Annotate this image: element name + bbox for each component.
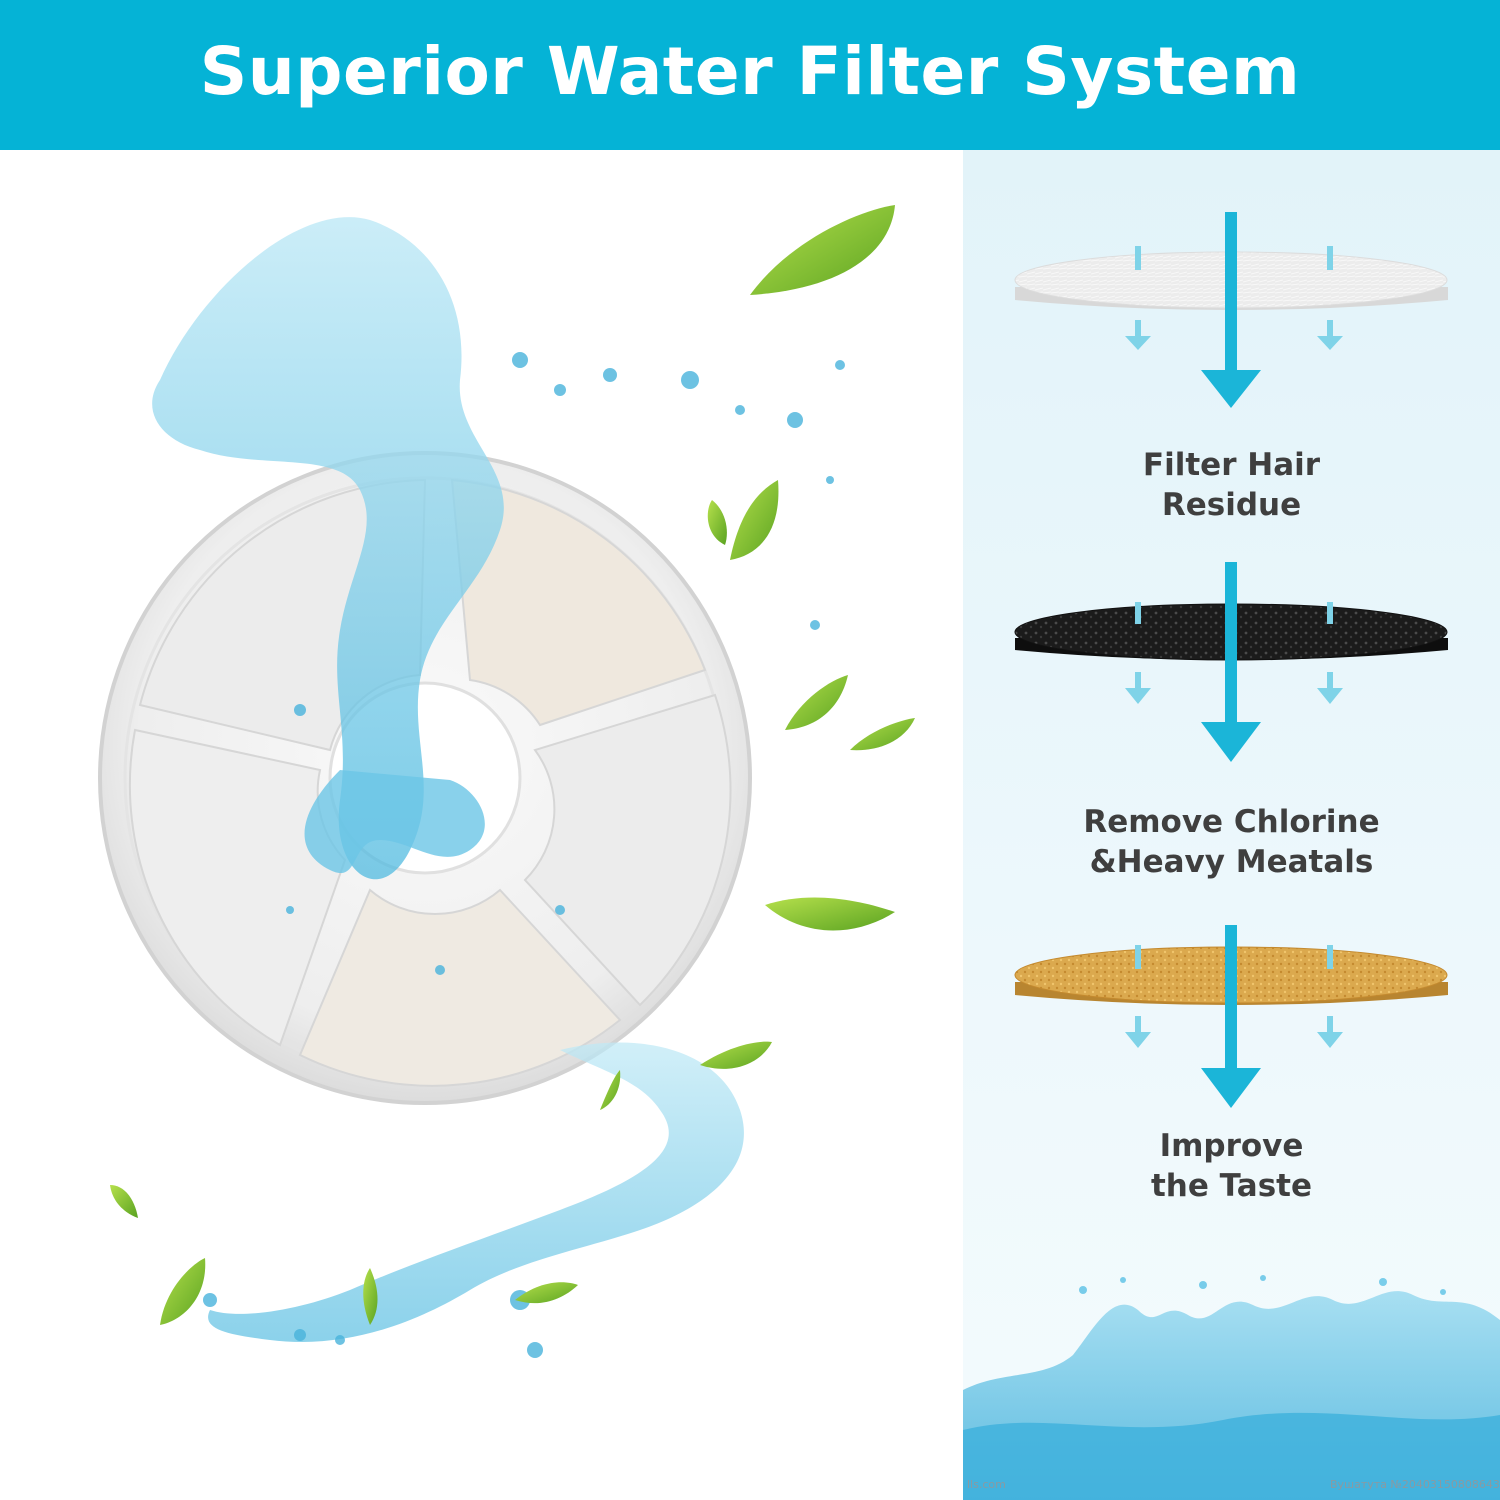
watermark-left: lls.com [967,1478,1006,1491]
stage-label-1: Filter Hair Residue [1142,447,1321,523]
stage-label-3: Improve the Taste [1150,1128,1313,1204]
down-arrow-icon [1125,562,1343,762]
page-title: Superior Water Filter System [199,32,1301,110]
water-splash-icon [152,217,845,1358]
filter-illustration [98,205,915,1358]
down-arrow-icon [1125,925,1343,1108]
water-splash-icon [963,1275,1500,1500]
stage-1 [1014,212,1448,408]
header-banner: Superior Water Filter System [0,0,1500,150]
stage-label-2: Remove Chlorine &Heavy Meatals [1083,804,1380,880]
stage-labels: Filter Hair Residue Remove Chlorine &Hea… [963,0,1500,1500]
stage-2 [1014,562,1448,762]
down-arrow-icon [1125,212,1343,408]
stage-3 [1014,925,1448,1108]
watermark: Вушатутa №20403150808643260 [1330,1478,1500,1491]
leaf-icon [110,205,915,1325]
filter-stages-diagram [1014,212,1448,1108]
